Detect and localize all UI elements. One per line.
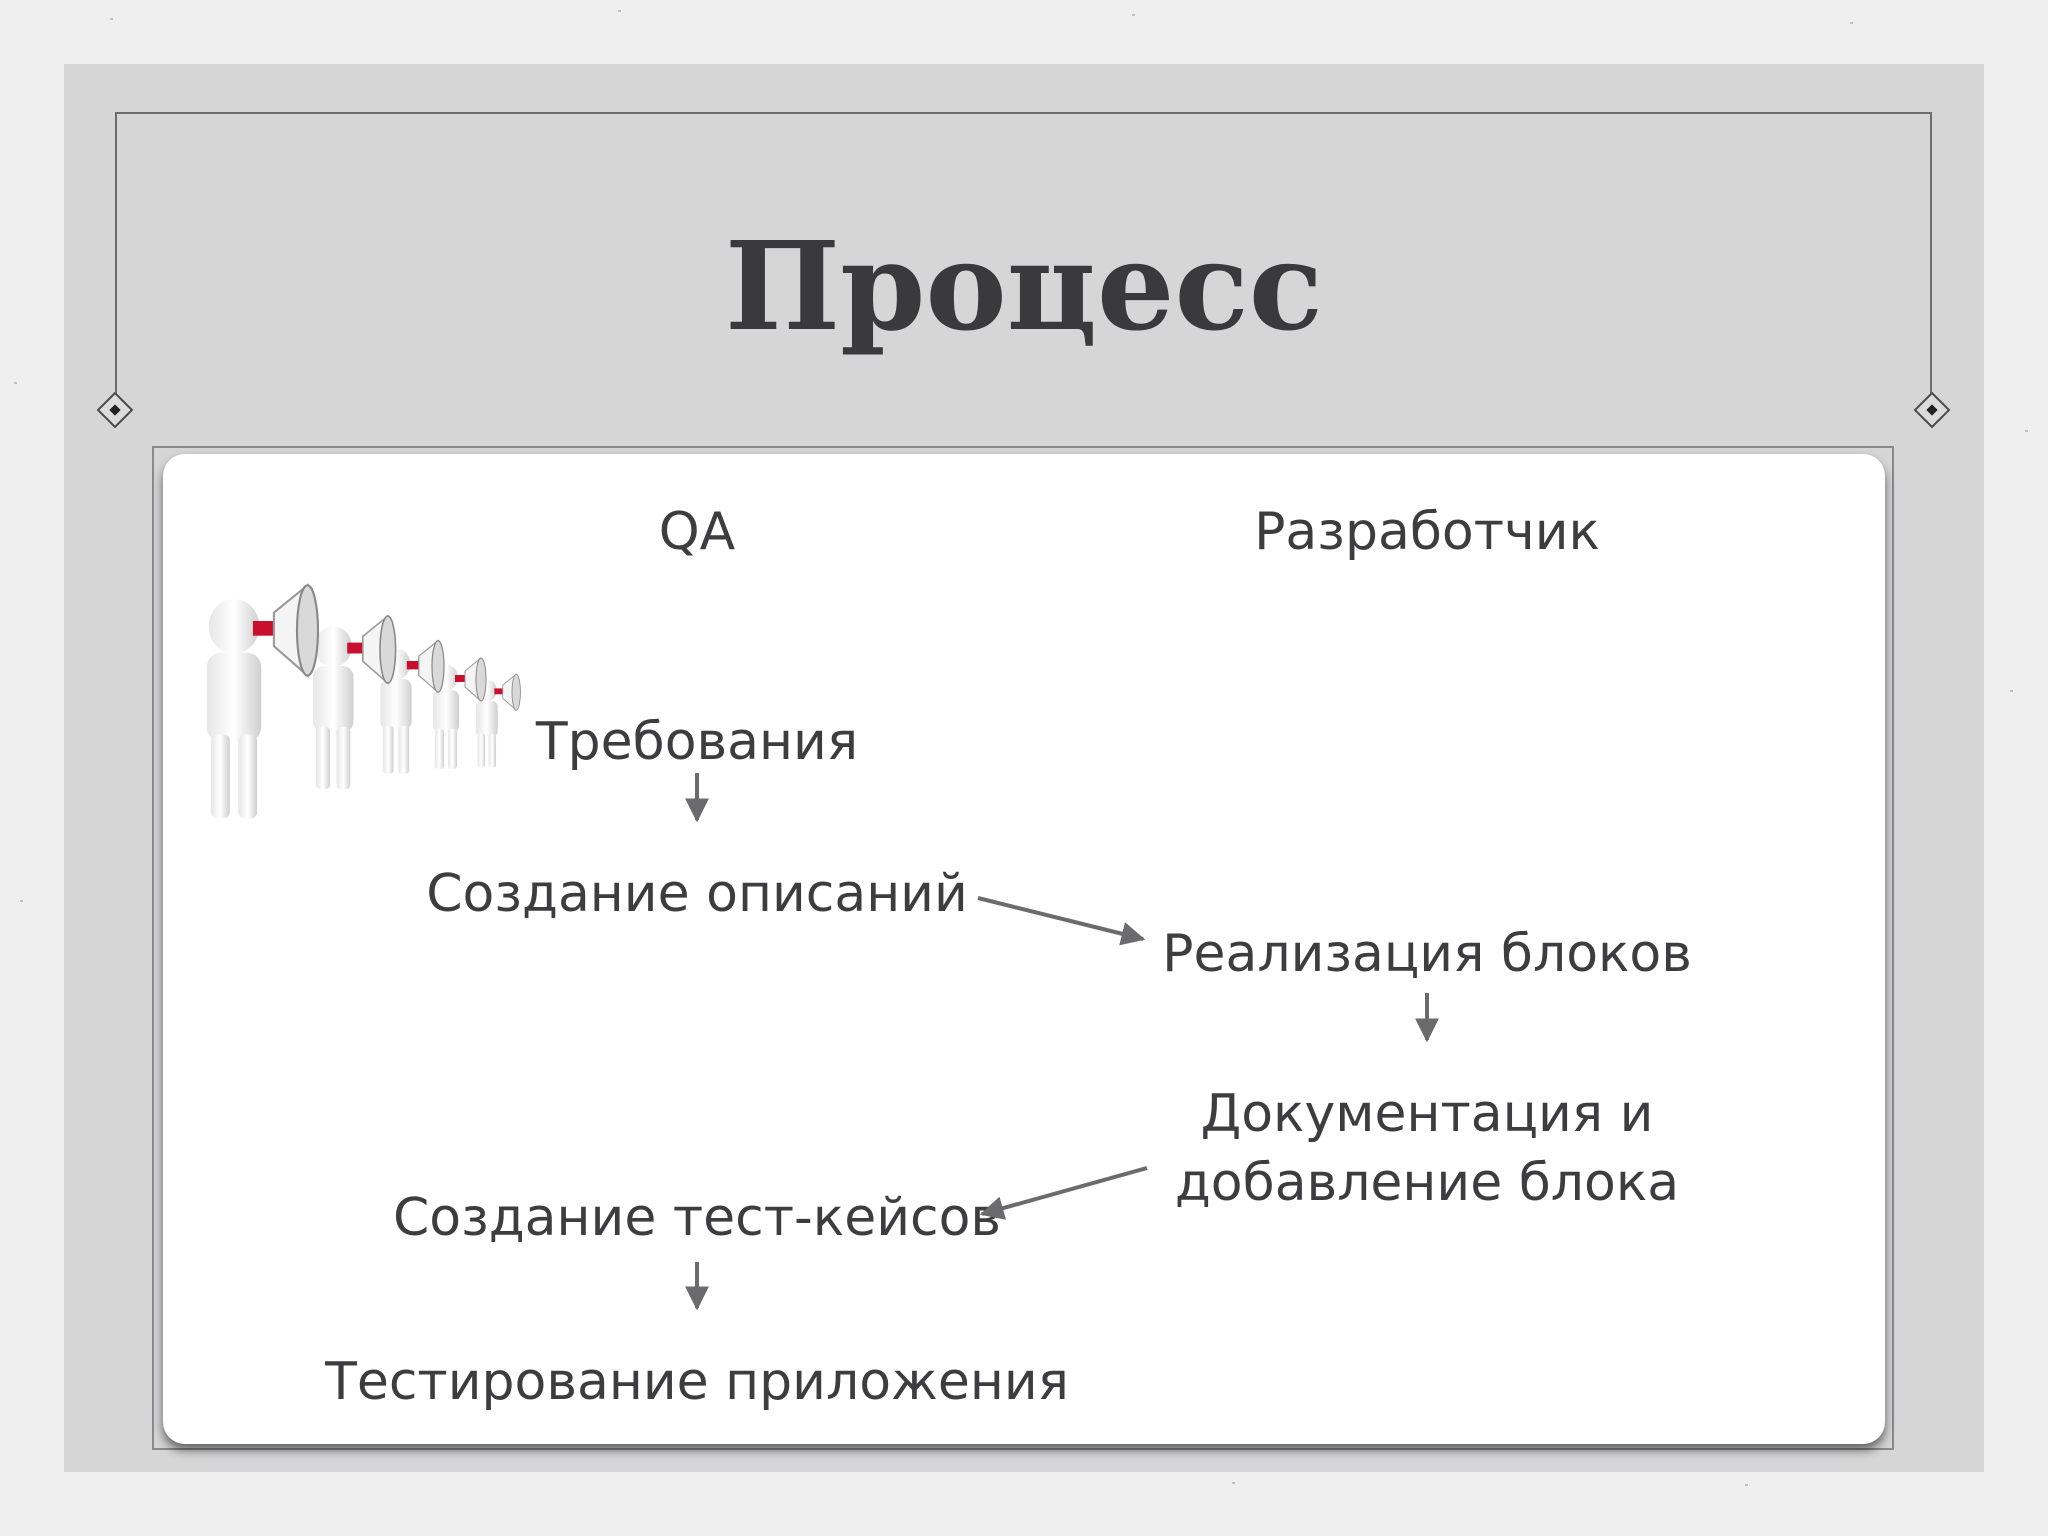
- content-card: [163, 454, 1885, 1444]
- paper-speckle: [618, 10, 621, 12]
- paper-speckle: [14, 382, 17, 384]
- step-documentation-line2: добавление блока: [1174, 1153, 1680, 1213]
- column-header-qa: QA: [658, 502, 736, 562]
- content-frame: [152, 446, 1894, 1450]
- figure-4: [433, 656, 487, 769]
- paper-speckle: [110, 18, 113, 20]
- step-create-descriptions: Создание описаний: [426, 864, 968, 924]
- figure-5: [475, 673, 521, 768]
- arrow-descriptions-to-implementation: [977, 896, 1146, 946]
- paper-speckle: [1232, 1482, 1235, 1484]
- paper-speckle: [2010, 690, 2013, 692]
- paper-speckle: [1850, 22, 1853, 24]
- title-frame: [115, 112, 1932, 412]
- people-with-megaphones-icon: [206, 583, 521, 819]
- step-requirements: Требования: [535, 712, 859, 772]
- figure-2: [312, 614, 397, 790]
- arrow-documentation-to-test-cases: [979, 1166, 1148, 1220]
- step-implement-blocks: Реализация блоков: [1162, 924, 1692, 984]
- paper-speckle: [2025, 430, 2028, 432]
- paper-speckle: [20, 900, 23, 902]
- paper-speckle: [1745, 1484, 1748, 1486]
- paper-speckle: [1132, 14, 1135, 16]
- column-header-developer: Разработчик: [1254, 502, 1600, 562]
- slide-title: Процесс: [724, 214, 1324, 358]
- step-create-test-cases: Создание тест-кейсов: [392, 1188, 1002, 1248]
- step-documentation-line1: Документация и: [1200, 1084, 1654, 1144]
- figure-1: [206, 583, 320, 819]
- step-testing-app: Тестирование приложения: [325, 1352, 1069, 1412]
